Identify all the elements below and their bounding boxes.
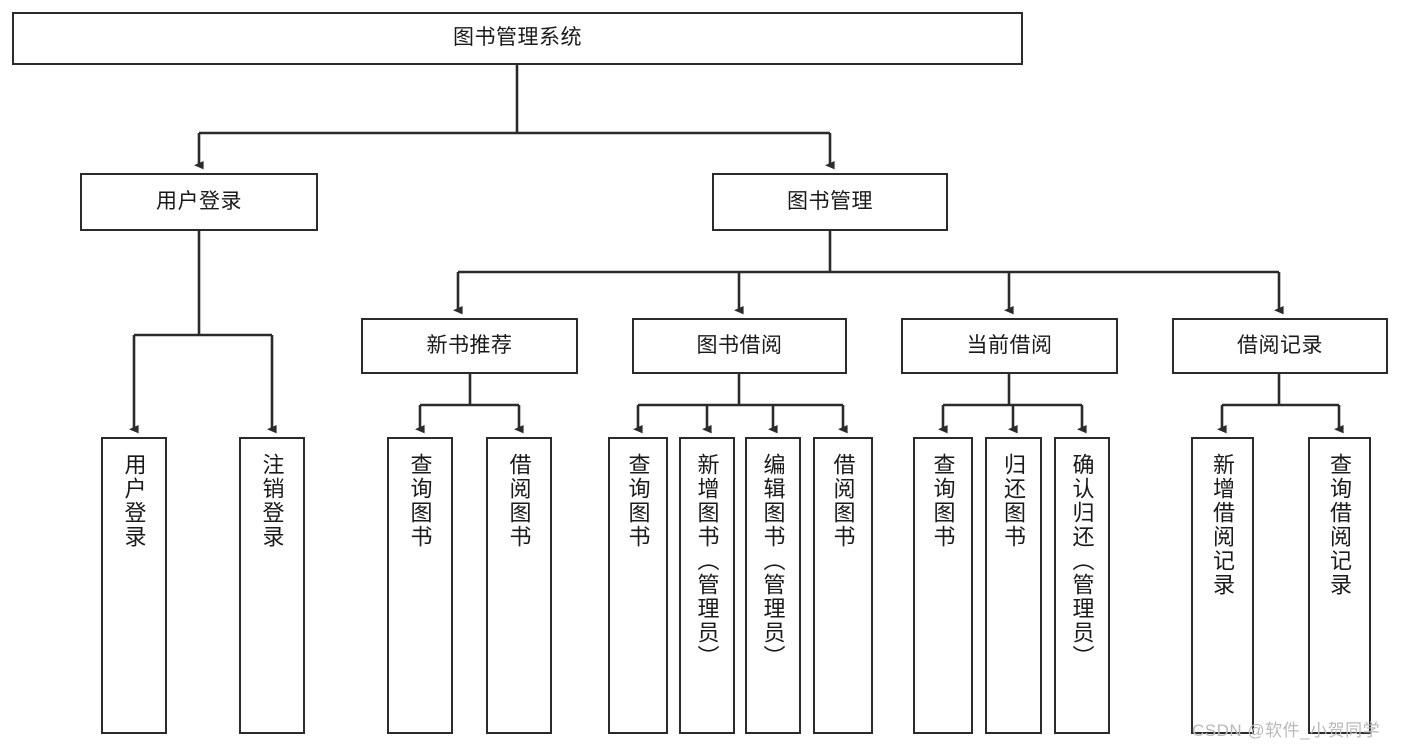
node-user-login-label: 用户登录 — [156, 189, 242, 213]
node-new-book-rec[interactable]: 新书推荐 — [361, 318, 578, 374]
node-leaf-cb-return-book[interactable]: 归还图书 — [985, 437, 1042, 734]
node-leaf-cb-query-book[interactable]: 查询图书 — [913, 437, 973, 734]
node-leaf-bb-add-book-label: 新增图书（管理员） — [694, 453, 720, 669]
node-leaf-bb-query-book-label: 查询图书 — [625, 453, 651, 549]
node-leaf-bb-add-book[interactable]: 新增图书（管理员） — [679, 437, 735, 734]
node-leaf-bb-borrow-book-label: 借阅图书 — [830, 453, 856, 549]
node-book-borrow[interactable]: 图书借阅 — [632, 318, 847, 374]
node-leaf-cb-confirm-return-label: 确认归还（管理员） — [1069, 453, 1095, 669]
node-leaf-rec-borrow-book[interactable]: 借阅图书 — [486, 437, 552, 734]
node-current-borrow-label: 当前借阅 — [966, 333, 1053, 357]
node-root-label: 图书管理系统 — [453, 26, 582, 50]
node-leaf-user-login[interactable]: 用户登录 — [101, 437, 167, 734]
node-borrow-record-label: 借阅记录 — [1237, 333, 1323, 357]
node-leaf-br-query-record[interactable]: 查询借阅记录 — [1308, 437, 1371, 734]
node-leaf-user-login-label: 用户登录 — [121, 453, 147, 549]
node-new-book-rec-label: 新书推荐 — [426, 333, 513, 357]
node-leaf-cb-query-book-label: 查询图书 — [930, 453, 956, 549]
node-leaf-br-add-record-label: 新增借阅记录 — [1210, 453, 1236, 597]
node-leaf-user-logout[interactable]: 注销登录 — [239, 437, 305, 734]
node-leaf-bb-query-book[interactable]: 查询图书 — [608, 437, 668, 734]
node-leaf-rec-query-book[interactable]: 查询图书 — [387, 437, 453, 734]
node-leaf-rec-query-book-label: 查询图书 — [407, 453, 433, 549]
node-user-login[interactable]: 用户登录 — [80, 173, 318, 231]
node-root[interactable]: 图书管理系统 — [12, 12, 1023, 65]
node-leaf-br-add-record[interactable]: 新增借阅记录 — [1191, 437, 1254, 734]
node-leaf-cb-return-book-label: 归还图书 — [1001, 453, 1027, 549]
node-leaf-bb-edit-book[interactable]: 编辑图书（管理员） — [745, 437, 801, 734]
node-leaf-br-query-record-label: 查询借阅记录 — [1327, 453, 1353, 597]
node-book-manage[interactable]: 图书管理 — [712, 173, 948, 231]
node-book-borrow-label: 图书借阅 — [696, 333, 783, 357]
csdn-watermark: CSDN @软件_小贺同学 — [1192, 721, 1381, 740]
node-leaf-rec-borrow-book-label: 借阅图书 — [506, 453, 532, 549]
node-leaf-bb-borrow-book[interactable]: 借阅图书 — [813, 437, 873, 734]
node-current-borrow[interactable]: 当前借阅 — [901, 318, 1118, 374]
node-leaf-cb-confirm-return[interactable]: 确认归还（管理员） — [1054, 437, 1110, 734]
node-book-manage-label: 图书管理 — [787, 189, 873, 213]
node-borrow-record[interactable]: 借阅记录 — [1172, 318, 1388, 374]
node-leaf-user-logout-label: 注销登录 — [259, 453, 285, 549]
node-leaf-bb-edit-book-label: 编辑图书（管理员） — [760, 453, 786, 669]
